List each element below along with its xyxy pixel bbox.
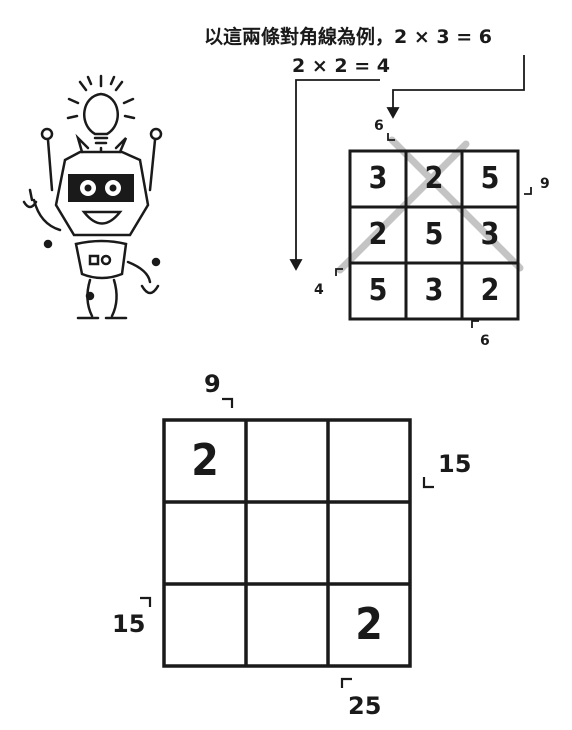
example-cell: 2 <box>368 217 388 252</box>
example-sum-right: 9 <box>540 176 550 192</box>
puzzle-cell[interactable]: 2 <box>355 599 383 650</box>
puzzle-cell[interactable] <box>246 502 328 584</box>
example-cell: 5 <box>424 217 444 252</box>
example-cell: 3 <box>424 273 444 308</box>
example-sum-bottom-diagonal: 4 <box>314 282 324 298</box>
puzzle-sum-left: 15 <box>112 610 146 638</box>
puzzle-grid-markers <box>140 397 434 688</box>
caption-arrow-to-bottom-diagonal <box>289 79 380 271</box>
puzzle-cell[interactable] <box>164 502 246 584</box>
example-grid-lines <box>348 149 520 321</box>
puzzle-cell[interactable] <box>328 420 410 502</box>
puzzle-sum-top: 9 <box>204 370 221 398</box>
caption-arrow-to-top-diagonal <box>386 55 525 119</box>
puzzle-grid-lines <box>162 418 412 668</box>
example-cell: 3 <box>480 217 500 252</box>
example-grid-markers <box>335 133 532 328</box>
example-sum-top-diagonal: 6 <box>374 118 384 134</box>
puzzle-cell[interactable] <box>164 584 246 666</box>
example-cell: 2 <box>480 273 500 308</box>
puzzle-cell[interactable]: 2 <box>191 435 219 486</box>
puzzle-cell[interactable] <box>328 502 410 584</box>
puzzle-sum-bottom: 25 <box>348 692 382 720</box>
puzzle-cell[interactable] <box>246 584 328 666</box>
puzzle-sum-right: 15 <box>438 450 472 478</box>
example-cell: 2 <box>424 161 444 196</box>
example-sum-bottom-right: 6 <box>480 333 490 349</box>
caption-line-1: 以這兩條對角線為例，2 × 3 = 6 <box>204 26 492 48</box>
robot-lightbulb-icon <box>22 74 163 320</box>
puzzle-cell[interactable] <box>246 420 328 502</box>
caption-line-2: 2 × 2 = 4 <box>292 55 390 77</box>
example-cell: 3 <box>368 161 388 196</box>
example-cell: 5 <box>480 161 500 196</box>
example-cell: 5 <box>368 273 388 308</box>
